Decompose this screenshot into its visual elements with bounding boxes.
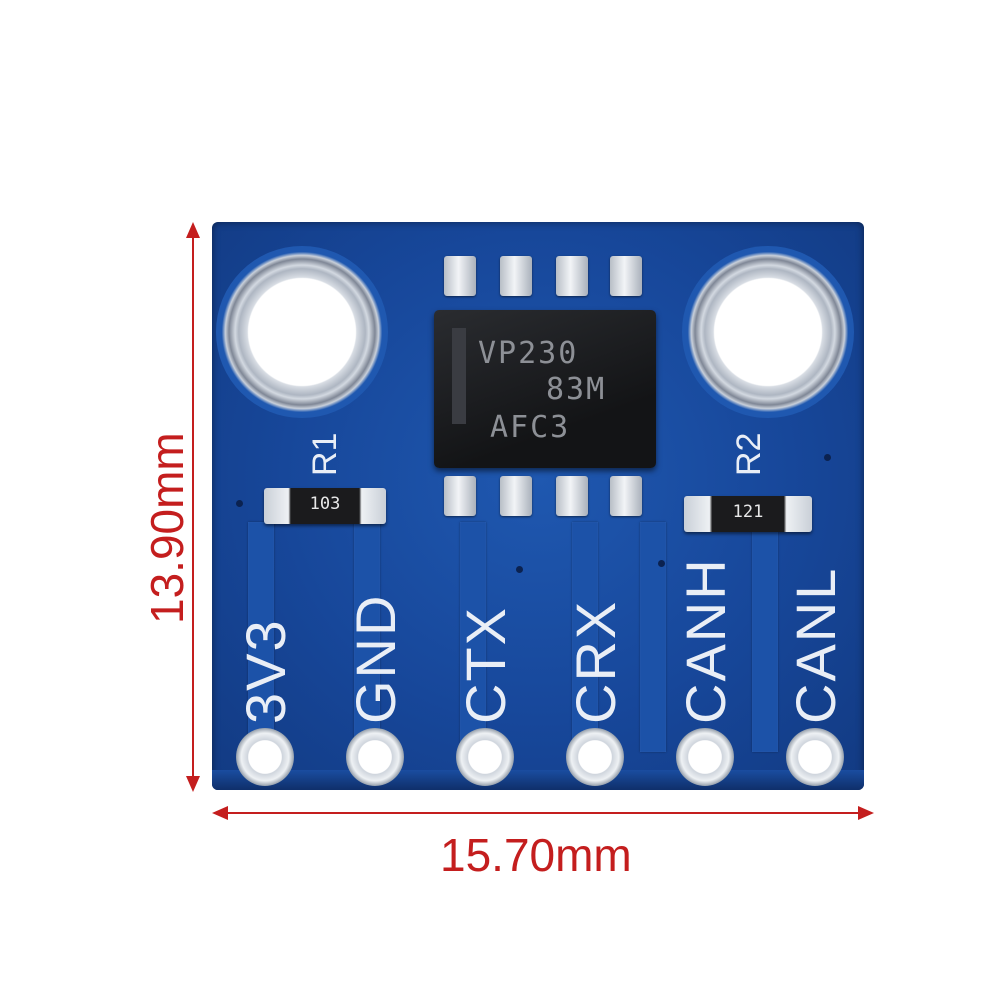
trace-canl xyxy=(752,512,778,752)
height-dimension-label: 13.90mm xyxy=(141,432,193,624)
trace-3v3 xyxy=(248,522,274,752)
r1-designator: R1 xyxy=(306,432,344,476)
trace-gnd xyxy=(354,522,380,752)
chip-pin-8 xyxy=(444,256,476,296)
via xyxy=(516,566,523,573)
chip-pin-7 xyxy=(500,256,532,296)
header-pin-3v3 xyxy=(236,728,294,786)
header-pin-ctx xyxy=(456,728,514,786)
width-arrow-right-icon xyxy=(858,806,874,820)
header-pin-canl xyxy=(786,728,844,786)
chip-pin-4 xyxy=(610,476,642,516)
ic-chip: VP230 83M AFC3 xyxy=(434,310,656,468)
via xyxy=(824,454,831,461)
width-arrow-left-icon xyxy=(212,806,228,820)
height-arrow-top-icon xyxy=(186,222,200,238)
resistor-r2: 121 xyxy=(684,496,812,532)
pin-label-canl: CANL xyxy=(784,566,847,724)
width-dimension-label: 15.70mm xyxy=(440,829,632,881)
chip-marking-bar xyxy=(452,328,466,424)
mounting-hole-right xyxy=(682,246,854,418)
chip-pin-5 xyxy=(610,256,642,296)
chip-marking-line-1: VP230 xyxy=(478,336,579,371)
mounting-hole-left xyxy=(216,246,388,418)
width-dimension-line xyxy=(220,812,866,814)
height-arrow-bottom-icon xyxy=(186,776,200,792)
chip-pin-3 xyxy=(556,476,588,516)
r1-code: 103 xyxy=(309,494,341,514)
chip-pin-6 xyxy=(556,256,588,296)
trace-canh xyxy=(640,522,666,752)
pcb-board: VP230 83M AFC3 R1 103 R2 121 3V3 GND CTX… xyxy=(212,222,864,790)
header-pin-crx xyxy=(566,728,624,786)
resistor-r1: 103 xyxy=(264,488,386,524)
chip-pin-2 xyxy=(500,476,532,516)
pin-label-gnd: GND xyxy=(344,593,407,724)
header-pin-canh xyxy=(676,728,734,786)
r2-designator: R2 xyxy=(730,432,768,476)
height-dimension-line xyxy=(192,228,194,788)
chip-marking-line-3: AFC3 xyxy=(490,410,571,445)
pin-label-crx: CRX xyxy=(564,599,627,724)
chip-pin-1 xyxy=(444,476,476,516)
pin-label-canh: CANH xyxy=(674,557,737,724)
via xyxy=(658,560,665,567)
header-pin-gnd xyxy=(346,728,404,786)
trace-ctx xyxy=(460,522,486,752)
pin-label-3v3: 3V3 xyxy=(234,618,297,724)
board-edge xyxy=(212,770,864,790)
via xyxy=(236,500,243,507)
chip-marking-line-2: 83M xyxy=(546,372,607,407)
pin-label-ctx: CTX xyxy=(454,606,517,724)
trace-crx xyxy=(572,522,598,752)
r2-code: 121 xyxy=(732,502,764,522)
